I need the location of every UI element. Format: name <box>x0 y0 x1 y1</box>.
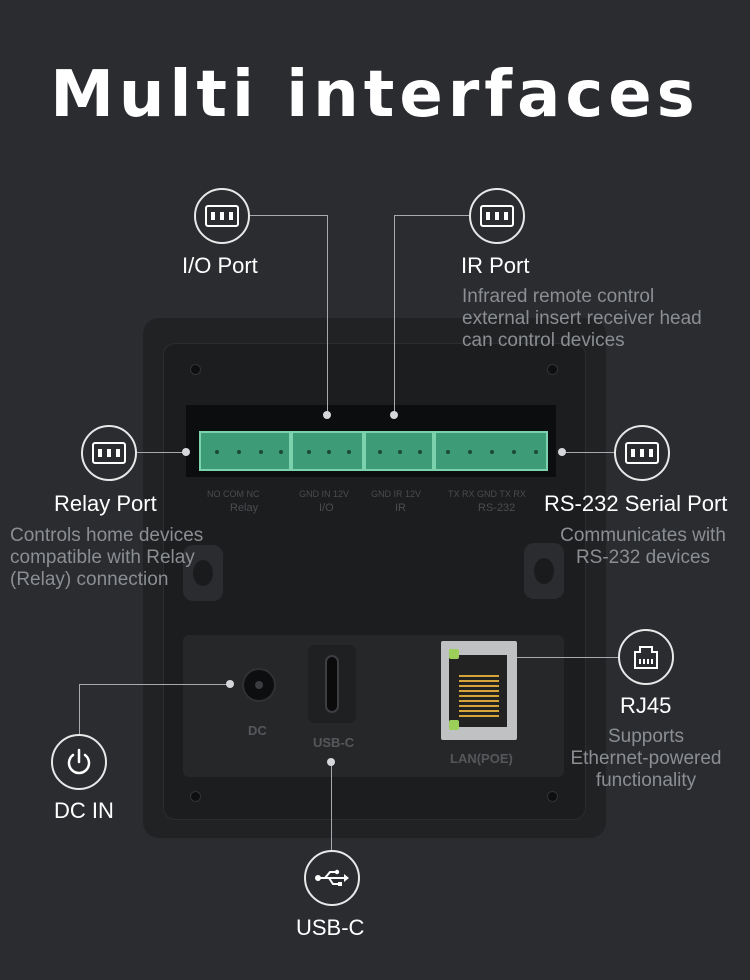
rs232-port-label: RS-232 Serial Port <box>544 491 728 516</box>
relay-leader-dot <box>182 448 190 456</box>
io-pin-silkscreen: GND IN 12V <box>299 489 350 499</box>
ir-pin-silkscreen: GND IR 12V <box>371 489 422 499</box>
relay-pin-silkscreen: NO COM NC <box>207 489 260 499</box>
ir-port-label: IR Port <box>461 253 530 278</box>
relay-port-icon <box>81 425 137 481</box>
screw <box>548 365 557 374</box>
rs232-port-icon <box>614 425 670 481</box>
rs232-silkscreen: RS-232 <box>478 502 516 514</box>
usbc-leader-line <box>331 762 332 850</box>
rs232-leader-line <box>562 452 614 453</box>
power-icon <box>51 734 107 790</box>
usbc-port-label: USB-C <box>313 735 355 750</box>
screw <box>548 792 557 801</box>
io-leader-dot <box>323 411 331 419</box>
rj45-leader-line <box>517 657 618 658</box>
io-silkscreen: I/O <box>319 502 334 514</box>
ir-leader-dot <box>390 411 398 419</box>
rs232-leader-dot <box>558 448 566 456</box>
relay-leader-line <box>137 452 187 453</box>
io-terminal-block <box>291 431 364 471</box>
rs232-pin-silkscreen: TX RX GND TX RX <box>448 489 526 499</box>
page-title: Multi interfaces <box>50 58 700 132</box>
relay-terminal-block <box>199 431 291 471</box>
lan-label: LAN(POE) <box>450 751 513 766</box>
rj45-jack <box>441 641 517 740</box>
usbc-label: USB-C <box>296 915 365 940</box>
io-leader-line <box>250 215 328 216</box>
io-port-label: I/O Port <box>182 253 258 278</box>
io-leader-line <box>327 215 328 412</box>
dc-leader-dot <box>226 680 234 688</box>
dc-in-label: DC IN <box>54 798 114 823</box>
dc-jack <box>244 670 274 700</box>
mounting-ear <box>183 545 223 601</box>
ir-leader-line <box>394 215 470 216</box>
dc-label: DC <box>248 723 267 738</box>
rs232-terminal-block <box>434 431 548 471</box>
rj45-description: Supports Ethernet-powered functionality <box>570 726 722 791</box>
ir-port-description: Infrared remote control external insert … <box>462 286 702 351</box>
ir-terminal-block <box>364 431 434 471</box>
ethernet-port-icon <box>618 629 674 685</box>
usb-icon <box>304 850 360 906</box>
usbc-connector <box>308 645 356 723</box>
relay-port-label: Relay Port <box>54 491 157 516</box>
relay-port-description: Controls home devices compatible with Re… <box>10 525 204 590</box>
io-port-icon <box>194 188 250 244</box>
ir-port-icon <box>469 188 525 244</box>
dc-leader-line <box>79 684 229 685</box>
usbc-leader-dot <box>327 758 335 766</box>
rj45-label: RJ45 <box>620 693 672 718</box>
mounting-ear <box>524 543 564 599</box>
ir-silkscreen: IR <box>395 502 406 514</box>
screw <box>191 365 200 374</box>
relay-silkscreen: Relay <box>230 502 259 514</box>
ir-leader-line <box>394 215 395 412</box>
dc-leader-line <box>79 684 80 734</box>
screw <box>191 792 200 801</box>
rs232-port-description: Communicates with RS-232 devices <box>560 525 726 568</box>
